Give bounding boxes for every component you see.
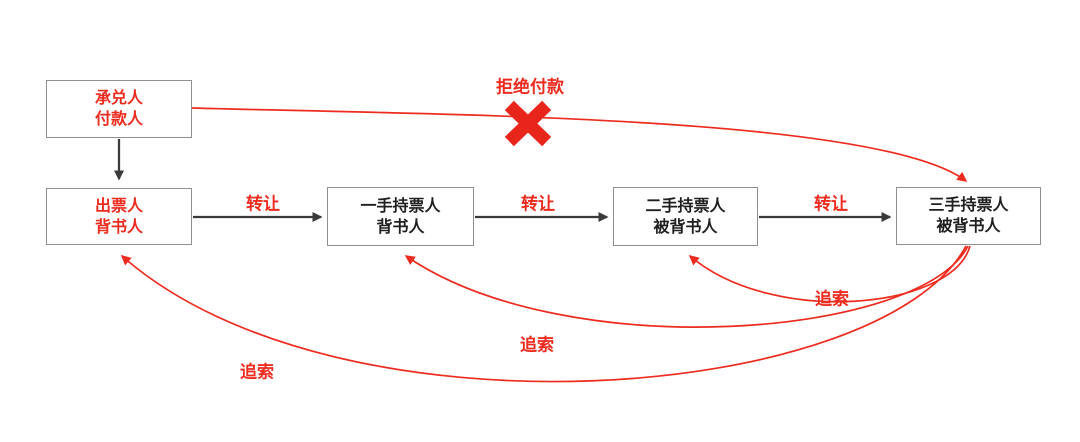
- refuse-payment-label: 拒绝付款: [496, 77, 564, 97]
- drawer-endorser-box: 出票人 背书人: [46, 188, 192, 245]
- second-holder-box: 二手持票人 被背书人: [613, 187, 758, 246]
- second-holder-line1: 二手持票人: [645, 197, 726, 215]
- transfer-label-1: 转让: [246, 194, 280, 214]
- acceptor-payer-box: 承兑人 付款人: [46, 80, 192, 138]
- third-holder-line1: 三手持票人: [928, 197, 1009, 214]
- recourse-label-1: 追索: [815, 289, 849, 309]
- third-holder-line2: 被背书人: [936, 218, 1001, 235]
- first-holder-box: 一手持票人 背书人: [327, 187, 474, 246]
- recourse-arrow-to-drawer: [120, 245, 967, 383]
- drawer-endorser-line2: 背书人: [94, 218, 143, 236]
- transfer-label-2: 转让: [521, 194, 555, 214]
- reject-x-icon: [504, 100, 552, 147]
- transfer-label-3: 转让: [814, 194, 848, 214]
- recourse-label-3: 追索: [240, 362, 274, 382]
- first-holder-line2: 背书人: [376, 218, 425, 236]
- third-holder-box: 三手持票人 被背书人: [896, 187, 1041, 245]
- acceptor-payer-line2: 付款人: [94, 111, 143, 128]
- second-holder-line2: 被背书人: [653, 218, 718, 236]
- recourse-arrow-to-second-holder: [688, 245, 971, 303]
- recourse-arrow-to-first-holder: [404, 245, 969, 328]
- acceptor-payer-line1: 承兑人: [94, 90, 143, 107]
- recourse-label-2: 追索: [520, 335, 554, 355]
- drawer-endorser-line1: 出票人: [94, 197, 143, 215]
- first-holder-line1: 一手持票人: [360, 197, 441, 215]
- refuse-payment-arrow: [191, 107, 968, 182]
